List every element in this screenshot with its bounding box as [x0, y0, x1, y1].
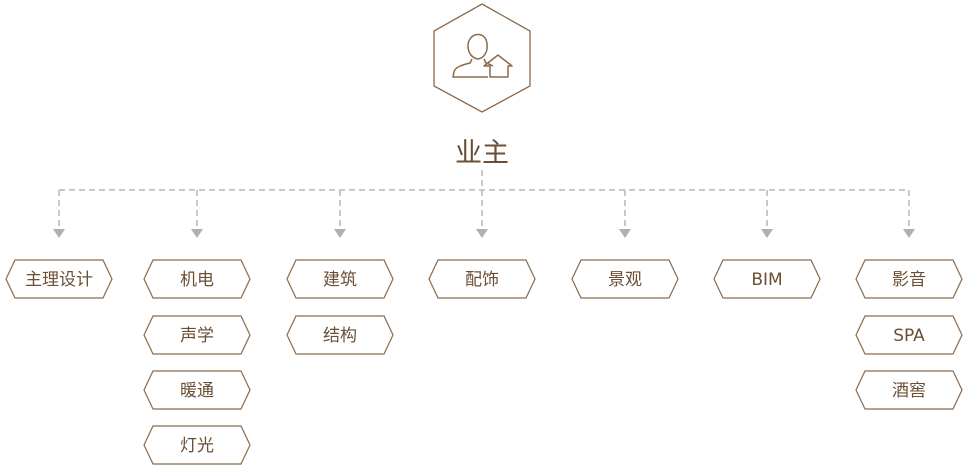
category-node: 影音: [855, 259, 963, 299]
category-node-shape: [855, 315, 963, 355]
category-node-label: 机电: [180, 270, 214, 290]
category-node-label: SPA: [893, 326, 925, 346]
category-node-shape: [5, 259, 113, 299]
category-node-shape: [143, 259, 251, 299]
root-hexagon: [433, 3, 531, 113]
branch-arrow: [476, 229, 488, 238]
category-node: BIM: [713, 259, 821, 299]
category-node: 灯光: [143, 425, 251, 465]
category-node: 配饰: [428, 259, 536, 299]
category-node-shape: [855, 259, 963, 299]
category-node-label: 景观: [608, 270, 642, 290]
category-node: 酒窖: [855, 370, 963, 410]
category-node-label: 暖通: [180, 381, 214, 401]
branch-arrow: [334, 229, 346, 238]
category-node: 声学: [143, 315, 251, 355]
branch-arrow: [903, 229, 915, 238]
category-node-shape: [143, 425, 251, 465]
category-node-label: 主理设计: [25, 270, 93, 290]
category-node: 结构: [286, 315, 394, 355]
root-label: 业主: [455, 138, 509, 169]
category-node-shape: [713, 259, 821, 299]
category-node-shape: [571, 259, 679, 299]
category-node-label: 配饰: [465, 270, 499, 290]
branch-arrow: [191, 229, 203, 238]
category-node-shape: [855, 370, 963, 410]
category-node: 暖通: [143, 370, 251, 410]
category-node-shape: [428, 259, 536, 299]
category-node: 机电: [143, 259, 251, 299]
category-node-label: 建筑: [323, 270, 357, 290]
category-node-shape: [143, 315, 251, 355]
category-node: 主理设计: [5, 259, 113, 299]
category-node-label: 灯光: [180, 436, 214, 456]
root-node: 业主: [433, 3, 531, 169]
category-node-shape: [286, 259, 394, 299]
category-node-label: BIM: [751, 270, 782, 290]
category-node-shape: [143, 370, 251, 410]
category-node-label: 声学: [180, 326, 214, 346]
category-node-label: 结构: [323, 326, 357, 346]
category-node: 景观: [571, 259, 679, 299]
branch-arrow: [761, 229, 773, 238]
category-node-shape: [286, 315, 394, 355]
owner-house-icon: [452, 33, 513, 78]
branch-arrow: [53, 229, 65, 238]
category-node: SPA: [855, 315, 963, 355]
category-node: 建筑: [286, 259, 394, 299]
branch-arrow: [619, 229, 631, 238]
connectors: [53, 170, 915, 238]
category-node-label: 酒窖: [892, 381, 926, 401]
category-node-label: 影音: [892, 270, 926, 290]
